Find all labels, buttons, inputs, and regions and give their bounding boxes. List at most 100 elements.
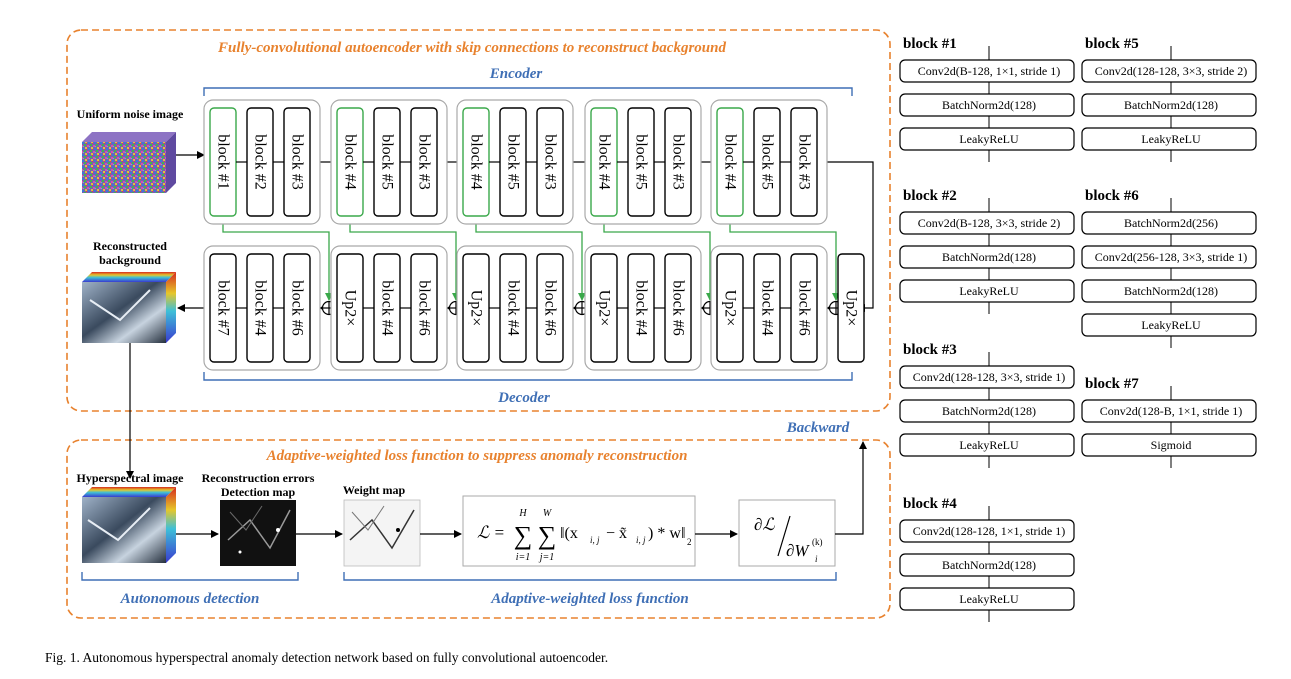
grad-denominator: ∂W: [786, 541, 810, 560]
block-definition-title: block #4: [903, 496, 957, 512]
block-op-box: [899, 245, 1075, 269]
reconstructed-label-1: Reconstructed: [93, 239, 167, 253]
bottleneck-link: [827, 161, 874, 312]
decoder-bracket: [203, 372, 853, 381]
block-definition: block #7 Conv2d(128-B, 1×1, stride 1) Sigm…: [1081, 376, 1257, 468]
sum-i-bottom: i=1: [516, 552, 531, 563]
block-op-label: LeakyReLU: [959, 592, 1019, 606]
block-op-box: [899, 365, 1075, 389]
decoder-final-block: Up2×: [837, 253, 865, 363]
block-op-box: [1081, 433, 1257, 457]
backward-label: Backward: [786, 420, 850, 436]
block-op-label: Conv2d(128-128, 3×3, stride 2): [1095, 64, 1247, 78]
block-op-box: [1081, 127, 1257, 151]
block-definition-title: block #2: [903, 188, 957, 204]
block-op-box: [1081, 399, 1257, 423]
block-definition-title: block #5: [1085, 36, 1139, 52]
errors-label-2: Detection map: [221, 485, 296, 499]
network-block: [837, 253, 865, 363]
network-block: [283, 107, 311, 217]
block-definition: block #5 Conv2d(128-128, 3×3, stride 2) Ba…: [1081, 36, 1257, 162]
formula-minus: − x̃: [606, 525, 627, 542]
network-block: [664, 107, 692, 217]
network-block-label: block #4: [759, 280, 776, 336]
network-block: [410, 107, 438, 217]
formula-times-w: ) * w: [648, 525, 681, 542]
encoder-label: Encoder: [489, 66, 543, 82]
reconstructed-label-2: background: [99, 253, 161, 267]
block-op-box: [899, 59, 1075, 83]
formula-close: ‖: [681, 525, 686, 542]
block-op-label: Conv2d(B-128, 3×3, stride 2): [918, 216, 1060, 230]
block-op-box: [899, 519, 1075, 543]
grad-superscript: (k): [812, 537, 823, 547]
detection-map-image: [220, 500, 296, 566]
loss-title: Adaptive-weighted loss function to suppr…: [266, 448, 688, 464]
block-op-label: LeakyReLU: [1141, 318, 1201, 332]
formula-norm-sub: 2: [687, 537, 692, 547]
grad-numerator: ∂ℒ: [754, 515, 775, 534]
network-block-label: block #3: [416, 134, 433, 190]
block-op-box: [1081, 211, 1257, 235]
block-op-label: BatchNorm2d(128): [942, 98, 1036, 112]
block-op-label: LeakyReLU: [959, 284, 1019, 298]
block-op-label: Conv2d(128-B, 1×1, stride 1): [1100, 404, 1242, 418]
sum-j-bottom: j=1: [538, 552, 555, 563]
block-op-box: [899, 399, 1075, 423]
loss-formula-box: [462, 495, 696, 567]
adaptive-label: Adaptive-weighted loss function: [490, 591, 689, 607]
network-block-label: block #3: [796, 134, 813, 190]
block-op-label: BatchNorm2d(256): [1124, 216, 1218, 230]
network-block-label: Up2×: [596, 290, 613, 327]
loss-formula: ℒ = H ∑ i=1 W ∑ j=1 ‖(x i, j − x̃ i, j )…: [477, 508, 692, 563]
loss-panel: [66, 439, 891, 619]
block-op-box: [899, 127, 1075, 151]
network-block-label: block #4: [468, 134, 485, 190]
network-block-label: Up2×: [468, 290, 485, 327]
network-block: [536, 107, 564, 217]
network-block-label: block #4: [505, 280, 522, 336]
block-op-label: BatchNorm2d(128): [942, 558, 1036, 572]
network-block: [410, 253, 438, 363]
block-op-label: LeakyReLU: [959, 438, 1019, 452]
errors-label-1: Reconstruction errors: [202, 471, 315, 485]
formula-body: ‖(x: [560, 525, 578, 542]
weight-map-label: Weight map: [343, 483, 406, 497]
grad-subscript: i: [815, 554, 818, 564]
decoder-label: Decoder: [497, 390, 550, 406]
formula-lhs: ℒ =: [477, 523, 505, 542]
block-op-box: [1081, 279, 1257, 303]
block-op-label: Sigmoid: [1151, 438, 1192, 452]
block-op-label: Conv2d(128-128, 3×3, stride 1): [913, 370, 1065, 384]
network-block-label: block #4: [252, 280, 269, 336]
formula-sub-1: i, j: [590, 535, 600, 545]
block-op-label: BatchNorm2d(128): [1124, 98, 1218, 112]
autoencoder-title: Fully-convolutional autoencoder with ski…: [217, 40, 726, 56]
network-block-label: Up2×: [722, 290, 739, 327]
noise-image-cube: [82, 132, 176, 193]
gradient-formula: ∂ℒ ∂W i (k): [754, 515, 823, 564]
network-block-label: block #5: [759, 134, 776, 190]
block-definition: block #2 Conv2d(B-128, 3×3, stride 2) Batc…: [899, 188, 1075, 314]
block-op-box: [899, 433, 1075, 457]
sum-j-top: W: [543, 508, 553, 519]
encoder-bracket: [203, 87, 853, 96]
block-op-label: BatchNorm2d(128): [1124, 284, 1218, 298]
network-block-label: block #6: [670, 280, 687, 336]
block-definition-title: block #7: [1085, 376, 1139, 392]
network-block-label: block #7: [215, 280, 232, 336]
block-op-label: BatchNorm2d(128): [942, 250, 1036, 264]
network-block-label: block #2: [252, 134, 269, 190]
network-block-label: block #5: [505, 134, 522, 190]
